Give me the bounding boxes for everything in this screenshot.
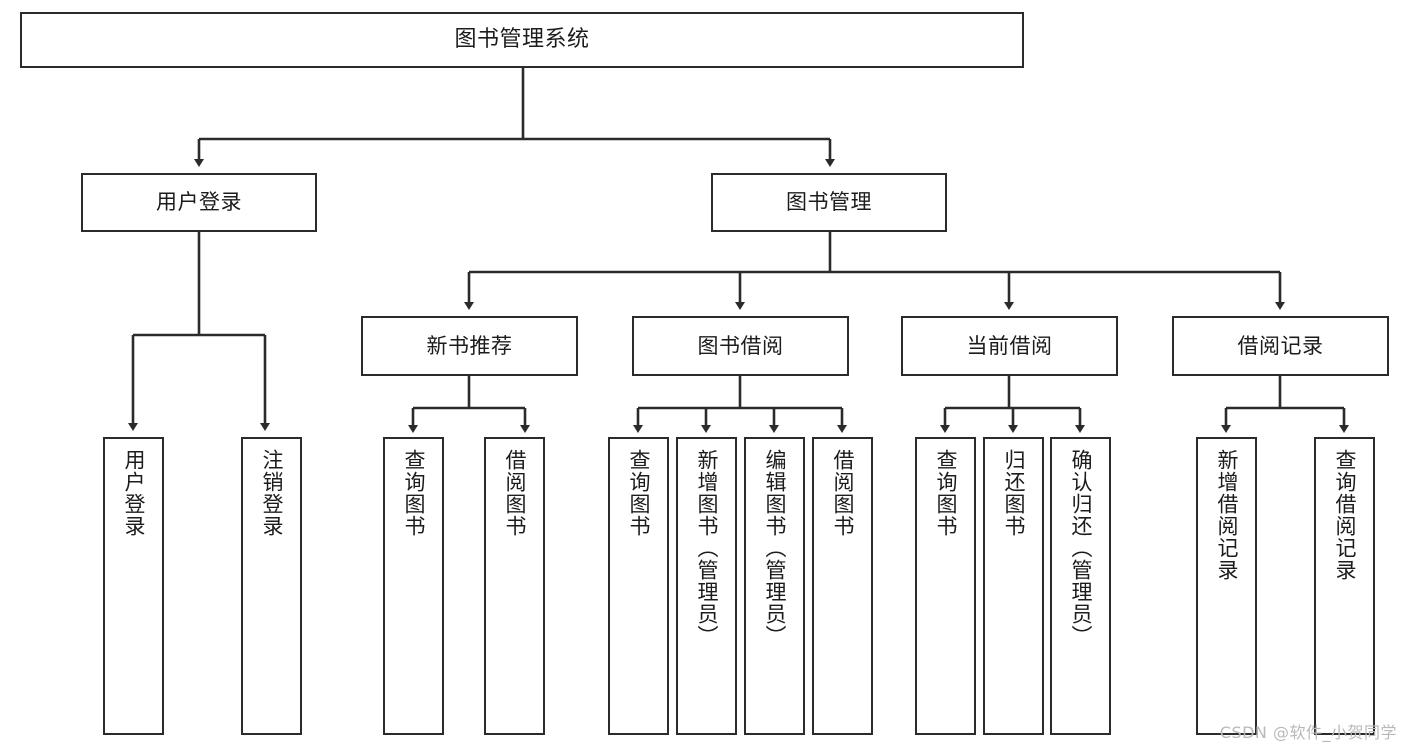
node-label: 图书管理	[786, 190, 872, 215]
node-label: 查询图书	[626, 449, 651, 537]
leaf-record-add-borrow-record[interactable]: 新增借阅记录	[1196, 437, 1257, 735]
leaf-new-book-query-book[interactable]: 查询图书	[383, 437, 444, 735]
node-label: 查询借阅记录	[1332, 449, 1357, 581]
node-label: 查询图书	[933, 449, 958, 537]
node-book-management[interactable]: 图书管理	[711, 173, 947, 232]
node-current-borrow[interactable]: 当前借阅	[901, 316, 1118, 376]
leaf-borrow-query-book[interactable]: 查询图书	[608, 437, 669, 735]
node-label: 借阅图书	[502, 449, 527, 537]
node-label: 编辑图书（管理员）	[762, 449, 787, 647]
node-label: 注销登录	[259, 449, 284, 537]
node-book-borrow[interactable]: 图书借阅	[632, 316, 849, 376]
leaf-borrow-add-book-admin[interactable]: 新增图书（管理员）	[676, 437, 737, 735]
leaf-borrow-borrow-book[interactable]: 借阅图书	[812, 437, 873, 735]
node-label: 用户登录	[156, 190, 242, 215]
node-label: 确认归还（管理员）	[1068, 449, 1093, 647]
node-label: 图书管理系统	[454, 27, 590, 53]
node-label: 新增借阅记录	[1214, 449, 1239, 581]
leaf-current-confirm-return-admin[interactable]: 确认归还（管理员）	[1050, 437, 1111, 735]
leaf-logout-login[interactable]: 注销登录	[241, 437, 302, 735]
watermark-text: CSDN @软件_小贺同学	[1219, 723, 1397, 742]
node-label: 图书借阅	[697, 333, 784, 358]
node-label: 归还图书	[1001, 449, 1026, 537]
node-label: 借阅记录	[1237, 333, 1324, 358]
leaf-current-query-book[interactable]: 查询图书	[915, 437, 976, 735]
node-label: 查询图书	[401, 449, 426, 537]
node-label: 当前借阅	[966, 333, 1053, 358]
node-new-book-recommend[interactable]: 新书推荐	[361, 316, 578, 376]
node-root-book-management-system[interactable]: 图书管理系统	[20, 12, 1024, 68]
node-label: 用户登录	[121, 449, 146, 537]
leaf-current-return-book[interactable]: 归还图书	[983, 437, 1044, 735]
leaf-new-book-borrow-book[interactable]: 借阅图书	[484, 437, 545, 735]
node-label: 借阅图书	[830, 449, 855, 537]
node-label: 新增图书（管理员）	[694, 449, 719, 647]
node-borrow-record[interactable]: 借阅记录	[1172, 316, 1389, 376]
node-label: 新书推荐	[426, 333, 513, 358]
leaf-user-login[interactable]: 用户登录	[103, 437, 164, 735]
leaf-record-query-borrow-record[interactable]: 查询借阅记录	[1314, 437, 1375, 735]
node-user-login[interactable]: 用户登录	[81, 173, 317, 232]
leaf-borrow-edit-book-admin[interactable]: 编辑图书（管理员）	[744, 437, 805, 735]
